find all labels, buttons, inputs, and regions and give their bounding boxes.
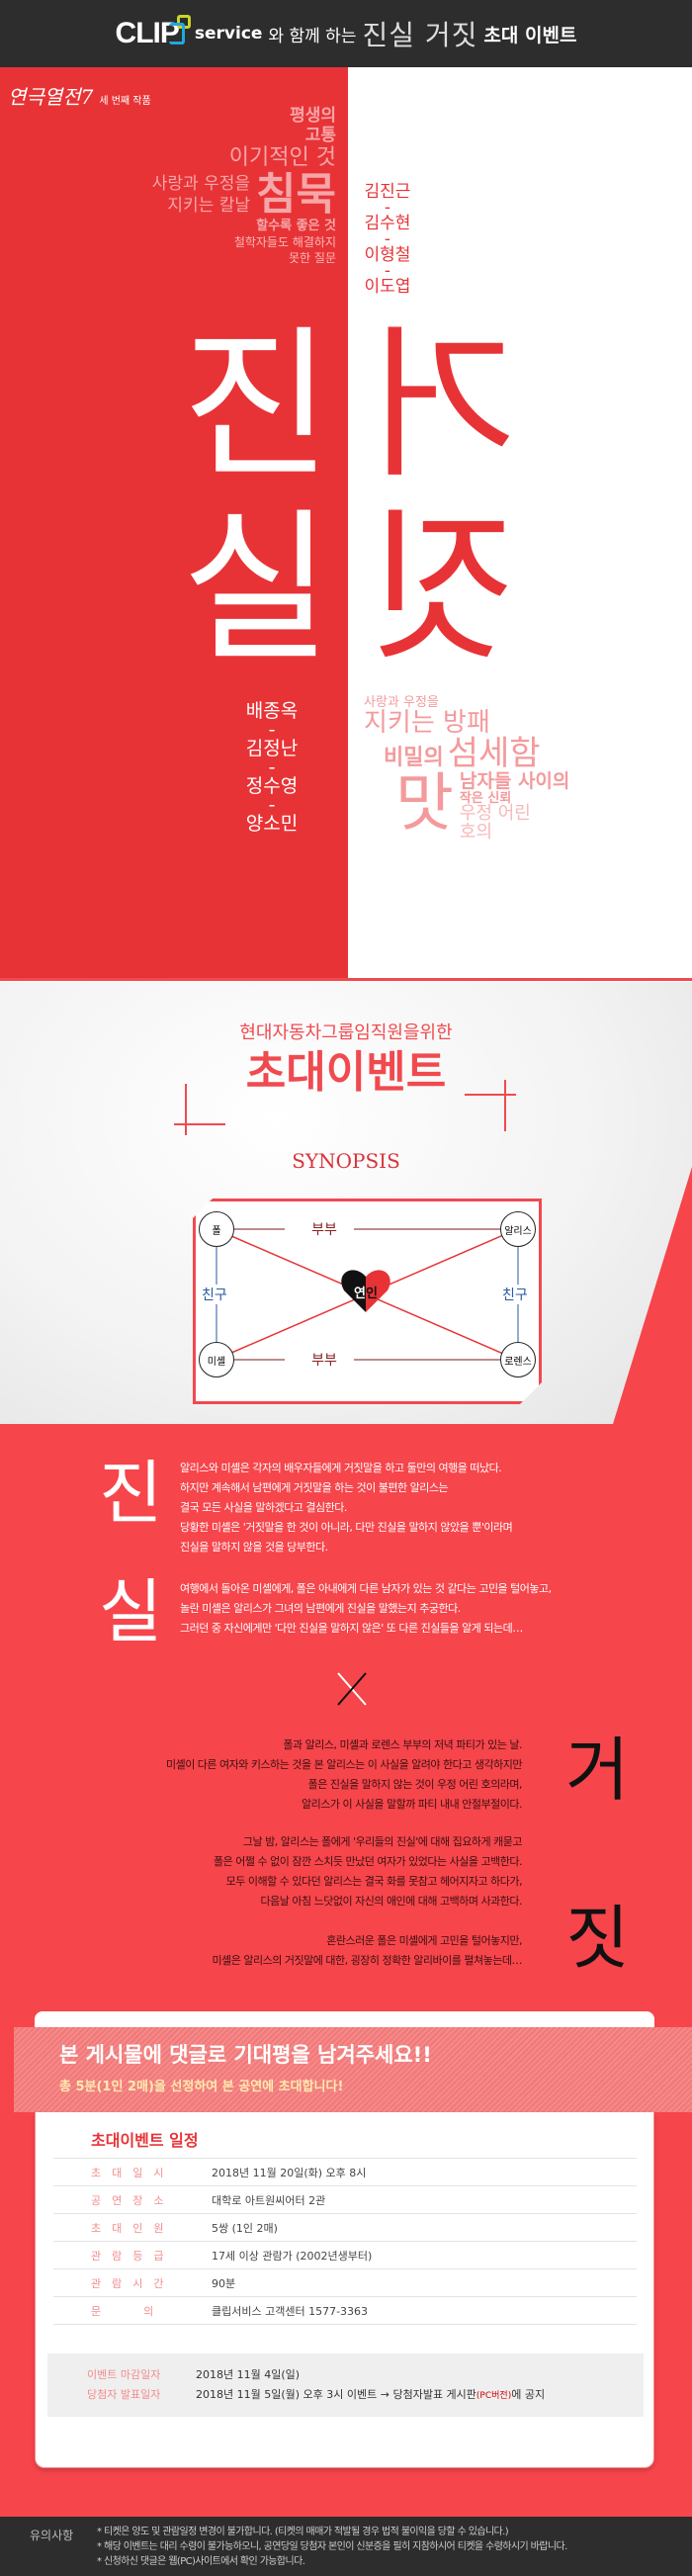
node-laurence: 로렌스 bbox=[500, 1342, 536, 1377]
word-cloud-left-6: 할수록 좋은 것 bbox=[256, 219, 336, 234]
word-cloud-left-1: 평생의 bbox=[290, 106, 336, 126]
intro-title: 초대이벤트 bbox=[245, 1047, 447, 1098]
cross-icon bbox=[337, 1672, 367, 1706]
header-title: 진실 거짓 bbox=[362, 19, 478, 51]
node-paul: 폴 bbox=[199, 1211, 234, 1247]
intro-subtitle: 현대자동차그룹임직원을위한 bbox=[239, 1022, 453, 1043]
comment-banner: 본 게시물에 댓글로 기대평을 남겨주세요!! 총 5분(1인 2매)을 선정하… bbox=[14, 2027, 692, 2112]
footer-label: 유의사항 bbox=[30, 2529, 74, 2542]
header-event: 초대 이벤트 bbox=[483, 24, 577, 46]
truth-paragraph-2: 여행에서 돌아온 미셸에게, 폴은 아내에게 다른 남자가 있는 것 같다는 고… bbox=[180, 1582, 552, 1635]
truth-char-2: 실 bbox=[99, 1571, 163, 1652]
clip-logo: CLIP bbox=[116, 15, 191, 50]
lie-paragraph-3: 혼란스러운 폴은 미셸에게 고민을 털어놓지만,미셸은 알리스의 거짓말에 대한… bbox=[212, 1934, 523, 1967]
header-with: 와 함께 하는 bbox=[268, 26, 357, 46]
label-lovers: 연인 bbox=[354, 1287, 378, 1301]
lie-char-2: 짓 bbox=[565, 1898, 630, 1979]
schedule-title: 초대이벤트 일정 bbox=[91, 2131, 199, 2150]
node-michel: 미셸 bbox=[199, 1342, 234, 1377]
node-alice: 알리스 bbox=[500, 1211, 536, 1247]
word-cloud-left-silence: 침묵 bbox=[256, 169, 336, 221]
word-cloud-left-2: 고통 bbox=[304, 125, 336, 145]
label-couple-bottom: 부부 bbox=[311, 1353, 337, 1369]
card-top bbox=[35, 2011, 654, 2031]
footer-notes: 유의사항 * 티켓은 양도 및 관람일정 변경이 불가합니다. (티켓의 매매가… bbox=[0, 2517, 692, 2576]
label-friend-left: 친구 bbox=[202, 1285, 227, 1304]
label-friend-right: 친구 bbox=[502, 1285, 528, 1304]
header-service: service bbox=[194, 24, 263, 44]
label-couple-top: 부부 bbox=[311, 1222, 337, 1238]
banner-title: 본 게시물에 댓글로 기대평을 남겨주세요!! bbox=[59, 2043, 432, 2067]
banner-subtitle: 총 5분(1인 2매)을 선정하여 본 공연에 초대합니다! bbox=[59, 2080, 344, 2094]
synopsis-heading: SYNOPSIS bbox=[292, 1149, 400, 1173]
relationship-diagram: 폴 알리스 미셸 로렌스 부부 부부 친구 친구 연인 bbox=[193, 1199, 542, 1404]
footer-list: * 티켓은 양도 및 관람일정 변경이 불가합니다. (티켓의 매매가 적발될 … bbox=[97, 2527, 567, 2567]
cast-bottom: 배종옥-김정난-정수영-양소민 bbox=[245, 700, 299, 835]
word-cloud-left-3: 이기적인 것 bbox=[228, 145, 336, 171]
lie-char-1: 거 bbox=[565, 1730, 630, 1811]
diagram-lines bbox=[196, 1201, 539, 1401]
truth-paragraph-1: 알리스와 미셸은 각자의 배우자들에게 거짓말을 하고 둘만의 여행을 떠났다.… bbox=[180, 1462, 513, 1554]
header-bar: CLIP service 와 함께 하는 진실 거짓 초대 이벤트 bbox=[0, 0, 692, 67]
truth-char-1: 진 bbox=[99, 1453, 163, 1534]
cast-top: 김진근-김수현-이형철-이도엽 bbox=[364, 182, 411, 297]
lie-paragraph-1: 폴과 알리스, 미셸과 로렌스 부부의 저녁 파티가 있는 날.미셸이 다른 여… bbox=[165, 1738, 523, 1811]
